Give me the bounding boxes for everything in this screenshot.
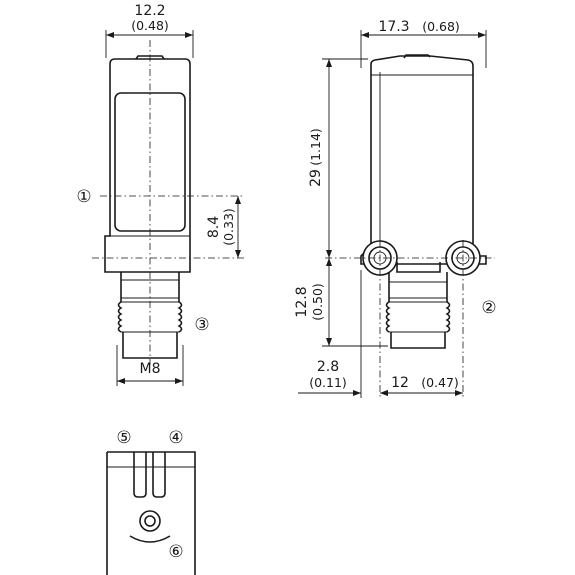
dim-arrows — [117, 378, 183, 384]
dim-pitch-inch: (0.47) — [421, 375, 459, 390]
dim-axis-offset-value: 8.4 — [206, 216, 222, 238]
dim-height-value: 29 — [308, 169, 324, 187]
dim-axis-offset-inch: (0.33) — [221, 208, 236, 246]
dim-width-top-inch: (0.48) — [131, 18, 169, 33]
callout-6: ⑥ — [168, 542, 183, 562]
callout-5: ⑤ — [116, 428, 131, 448]
side-connector-tip — [390, 332, 446, 349]
dim-width-side-value: 17.3 — [378, 19, 409, 35]
callout-3: ③ — [194, 315, 209, 335]
bottom-view: ⑤ ④ ⑥ — [106, 428, 196, 575]
indicator-led-outer — [139, 510, 161, 532]
callout-1: ① — [76, 187, 91, 207]
indicator-led — [144, 515, 156, 527]
front-view: 12.2 (0.48) 8.4 (0.33) M8 ① ③ — [76, 3, 245, 386]
front-connector-neck — [120, 272, 180, 302]
dim-offset-inch: (0.11) — [309, 375, 347, 390]
dim-connector-value: 12.8 — [294, 286, 310, 317]
dim-height-inch: (1.14) — [308, 128, 323, 166]
dim-pitch-value: 12 — [391, 375, 409, 391]
front-connector-thread — [117, 301, 183, 333]
indicator-led-base — [129, 535, 171, 543]
dim-offset-value: 2.8 — [317, 359, 339, 375]
dim-connector-inch: (0.50) — [310, 283, 325, 321]
side-view: 17.3 (0.68) 29 (1.14) 12.8 (0.50) 2.8 (0… — [294, 19, 497, 398]
side-connector-thread — [385, 301, 451, 333]
slot-right — [152, 452, 166, 498]
front-connector-tip — [122, 332, 178, 359]
front-body-outline — [104, 58, 191, 273]
side-connector-neck — [388, 272, 448, 302]
slot-left — [133, 452, 147, 498]
side-lower-body — [396, 262, 441, 273]
bottom-body-outline — [106, 451, 196, 575]
dim-width-top-value: 12.2 — [134, 3, 165, 19]
callout-2: ② — [481, 298, 496, 318]
callout-4: ④ — [168, 428, 183, 448]
side-top-notch — [403, 54, 431, 59]
dim-width-side-inch: (0.68) — [422, 19, 460, 34]
dim-thread-value: M8 — [140, 361, 161, 377]
